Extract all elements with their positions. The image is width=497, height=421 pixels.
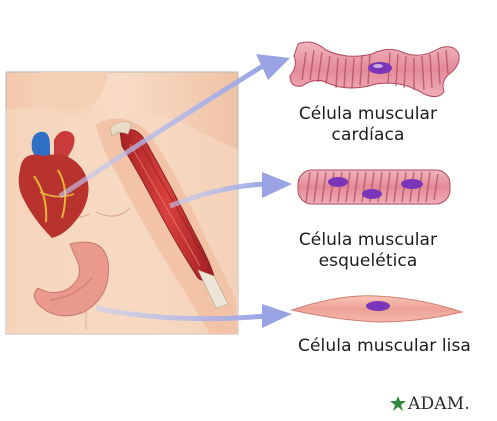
star-figure-icon (388, 395, 408, 413)
label-skeletal-cell: Célula muscular esquelética (278, 230, 458, 272)
logo-text: ADAM. (408, 394, 470, 414)
arrow-to-skeletal-head (262, 172, 292, 198)
label-skeletal-line-2: esquelética (278, 251, 458, 272)
cardiac-nucleus-highlight (373, 64, 383, 68)
cardiac-nucleus (368, 62, 392, 74)
arrow-to-smooth-head (262, 304, 292, 328)
label-smooth-cell: Célula muscular lisa (272, 336, 497, 357)
skeletal-nucleus-3 (401, 179, 423, 189)
skeletal-nucleus-2 (362, 189, 382, 199)
body-illustration (6, 72, 238, 334)
cardiac-muscle-cell (290, 42, 459, 97)
skeletal-nucleus-1 (328, 177, 348, 187)
label-smooth-line-1: Célula muscular lisa (272, 336, 497, 357)
label-cardiac-cell: Célula muscular cardíaca (278, 104, 458, 146)
label-skeletal-line-1: Célula muscular (278, 230, 458, 251)
skeletal-muscle-cell (298, 170, 450, 204)
adam-logo: ADAM. (388, 394, 470, 414)
smooth-muscle-cell (292, 296, 462, 322)
label-cardiac-line-2: cardíaca (278, 125, 458, 146)
smooth-nucleus (366, 301, 390, 311)
label-cardiac-line-1: Célula muscular (278, 104, 458, 125)
